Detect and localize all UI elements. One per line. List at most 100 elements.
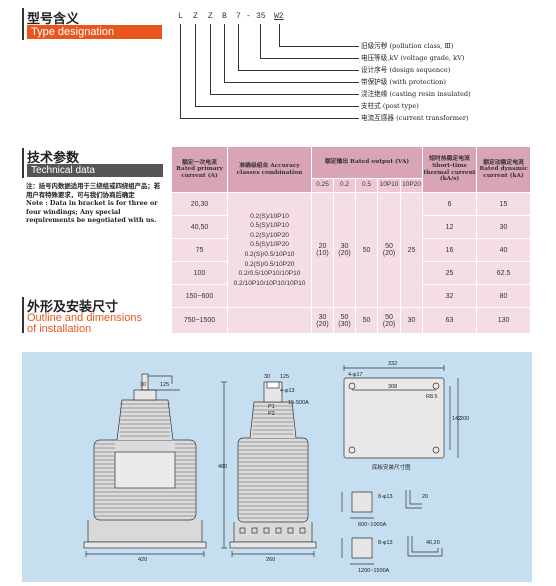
cell-short-time: 6: [422, 192, 478, 216]
base-plate-caption: 底板安装尺寸图: [372, 463, 411, 471]
combo-item: 0.2(S)/0.5/10P20: [244, 260, 295, 268]
technical-note: 注：括号内数据适用于三绕组或四绕组产品；若用户有特殊要求，可与我们协商后确定 N…: [26, 182, 166, 225]
cell-accuracy-combos: 0.2(S)/10P10 0.5(S)/10P10 0.2(S)/10P20 0…: [227, 192, 312, 308]
subheader-output: 0.2: [333, 178, 356, 193]
subheader-output: 10P20: [399, 178, 424, 193]
cell-current: 75: [171, 238, 228, 262]
dim-label: 260: [266, 557, 275, 563]
cell-short-time: 25: [422, 261, 478, 285]
cell-current: 40,50: [171, 215, 228, 239]
header-short-time-current: 短时热稳定电流 Short-time thermal current (kA/s…: [422, 146, 478, 193]
dim-label: 4-φ17: [348, 372, 363, 378]
header-rated-output: 额定输出 Rated output (VA): [310, 146, 424, 179]
type-code-letter: 35: [256, 12, 266, 21]
dim-label: 1200~1500A: [358, 568, 390, 574]
type-code-letter: 7: [236, 12, 241, 21]
combo-item: 0.2(S)/10P10: [250, 212, 289, 220]
dim-label: 20: [422, 494, 428, 500]
type-desc-item: 旧级污秽 (pollution class, Ⅲ): [361, 42, 454, 50]
dim-label: 125: [280, 374, 289, 380]
combo-item: 0.5(S)/10P10: [250, 222, 289, 230]
combo-item: 0.2(S)/10P20: [250, 231, 289, 239]
type-code-letter: W2: [274, 12, 284, 21]
outline-section-title-en-1: Outline and dimensions: [27, 312, 142, 324]
dim-label: 332: [388, 361, 397, 367]
combo-item: 0.2/10P10/10P10/10P10: [233, 279, 306, 287]
table-row: 750~1500 30(20) 50(30) 50 50(20) 30 63 1…: [171, 307, 532, 334]
type-section-title-cn: 型号含义: [27, 12, 80, 27]
cell-output: 25: [399, 192, 424, 308]
combo-item: 0.5(S)/10P20: [250, 241, 289, 249]
cell-output: 50: [355, 192, 378, 308]
outline-drawing: 30 125 420 4-φ13 P1 P2 15-500A 30 125 48…: [83, 361, 469, 574]
type-desc-item: 浇注绝缘 (casting resin insulated): [361, 90, 471, 98]
dim-label: 125: [160, 382, 169, 388]
header-rated-current: 额定一次电流 Rated primary current (A): [171, 146, 228, 193]
technical-data-table: 额定一次电流 Rated primary current (A) 准确级组合 A…: [171, 146, 532, 334]
dim-label: 8-φ13: [378, 540, 393, 546]
type-code-letter: Z: [208, 12, 213, 21]
outline-drawing-panel: 30 125 420 4-φ13 P1 P2 15-500A 30 125 48…: [22, 352, 532, 582]
section-marker: [22, 148, 24, 178]
combo-item: 0.2(S)/0.5/10P10: [244, 251, 295, 258]
technical-note-cn: 注：括号内数据适用于三绕组或四绕组产品；若用户有特殊要求，可与我们协商后确定: [26, 182, 161, 199]
table-row: 100 25 62.5: [171, 261, 532, 285]
section-marker: [22, 297, 24, 333]
cell-output: 50(30): [333, 307, 356, 334]
cell-current: 20,30: [171, 192, 228, 216]
cell-output: 30: [399, 307, 424, 334]
type-desc-item: 电压等级,kV (voltage grade, kV): [361, 54, 465, 62]
type-code-letter: Z: [193, 12, 198, 21]
cell-dynamic: 130: [476, 307, 532, 334]
table-row: 40,50 12 30: [171, 215, 532, 239]
cell-dynamic: 30: [476, 215, 532, 239]
type-code-letter: -: [246, 12, 251, 21]
cell-short-time: 63: [422, 307, 478, 334]
cell-dynamic: 80: [476, 284, 532, 308]
dim-label: 4-φ13: [280, 388, 295, 394]
dim-label: 8-φ13: [378, 494, 393, 500]
type-desc-item: 支柱式 (post type): [361, 102, 419, 110]
subheader-output: 10P10: [377, 178, 401, 193]
tech-section-title-en: Technical data: [27, 164, 163, 177]
technical-note-en: Note : Data in bracket is for three or f…: [26, 199, 158, 225]
dim-label: 30: [140, 382, 146, 388]
subheader-output: 0.5: [355, 178, 378, 193]
header-dynamic-current: 额定动稳定电流 Rated dynamic current (kA): [476, 146, 532, 193]
table-row: 20,30 0.2(S)/10P10 0.5(S)/10P10 0.2(S)/1…: [171, 192, 532, 308]
side-view-terminals: [239, 527, 306, 534]
cell-output: 30(20): [311, 307, 334, 334]
tech-section-title-cn: 技术参数: [27, 151, 80, 166]
cell-current: 750~1500: [171, 307, 228, 334]
dim-label: P1: [268, 404, 275, 410]
cell-current: 100: [171, 261, 228, 285]
cell-short-time: 32: [422, 284, 478, 308]
section-marker: [22, 8, 24, 40]
outline-section-title-cn: 外形及安装尺寸: [27, 300, 119, 315]
cell-accuracy-empty: [227, 307, 312, 334]
dim-label: 200: [460, 416, 469, 422]
cell-output: 50: [355, 307, 378, 334]
cell-dynamic: 62.5: [476, 261, 532, 285]
cell-output: 20(10): [311, 192, 334, 308]
cell-short-time: 12: [422, 215, 478, 239]
type-desc-item: 电流互感器 (current transformer): [361, 114, 469, 122]
type-section-title-en: Type designation: [27, 25, 162, 39]
dim-label: 600~1000A: [358, 522, 387, 528]
type-desc-item: 带保护级 (with protection): [361, 78, 446, 86]
table-row: 150~600 32 80: [171, 284, 532, 308]
outline-section-title-en-2: of installation: [27, 323, 92, 335]
dim-label: 40,20: [426, 540, 440, 546]
dim-label: 142: [452, 416, 461, 422]
dim-label: 30: [264, 374, 270, 380]
cell-output: 50(20): [377, 192, 401, 308]
dim-label: 15-500A: [288, 400, 309, 406]
cell-output: 30(20): [333, 192, 356, 308]
subheader-output: 0.25: [311, 178, 334, 193]
dim-label: R8.5: [426, 394, 438, 400]
cell-dynamic: 15: [476, 192, 532, 216]
type-code-letter: L: [178, 12, 183, 21]
cell-short-time: 16: [422, 238, 478, 262]
header-accuracy-classes: 准确级组合 Accuracy classes combination: [227, 146, 312, 193]
cell-current: 150~600: [171, 284, 228, 308]
